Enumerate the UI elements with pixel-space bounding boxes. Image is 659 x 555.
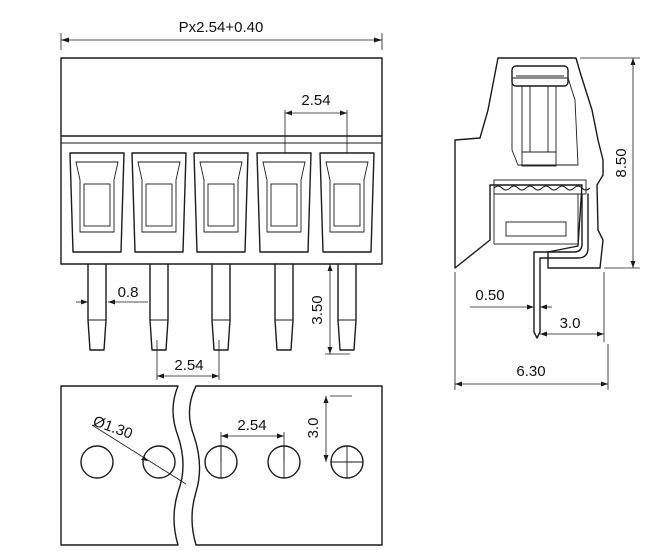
pins (87, 263, 357, 351)
wire-opening (69, 152, 125, 253)
pitch-front-label: 2.54 (174, 357, 203, 374)
wire-opening (193, 152, 249, 253)
pin (337, 263, 357, 351)
pin-length-dimension: 3.50 (309, 263, 350, 355)
pin (87, 263, 107, 351)
pitch-top-label: 2.54 (301, 92, 330, 109)
pitch-top-dimension: 2.54 (284, 92, 348, 153)
overall-width-label: Px2.54+0.40 (179, 19, 264, 36)
pcb-hole (80, 445, 114, 479)
pin (149, 263, 169, 351)
pcb-hole (142, 445, 176, 479)
wire-openings (69, 152, 375, 253)
side-view: 8.50 0.50 3.0 6.30 (454, 57, 640, 390)
height-label: 8.50 (613, 148, 630, 177)
wire-opening (131, 152, 187, 253)
row-offset-dimension: 3.0 (305, 395, 352, 462)
pcb-left (60, 385, 184, 546)
pcb-holes (80, 445, 364, 479)
side-pin (533, 193, 589, 339)
pin-thickness-dimension: 0.50 (470, 287, 552, 318)
pin-length-label: 3.50 (309, 295, 326, 324)
pin-offset-dimension: 3.0 (540, 272, 605, 342)
pcb-right (188, 385, 383, 546)
depth-dimension: 6.30 (454, 272, 609, 390)
height-dimension: 8.50 (580, 57, 640, 269)
pin (274, 263, 294, 351)
side-housing (454, 57, 604, 269)
pin-thickness-label: 0.50 (475, 287, 504, 304)
pcb-layout-view: Ø1.30 2.54 3.0 (60, 385, 383, 546)
depth-label: 6.30 (516, 363, 545, 380)
pitch-front-dimension: 2.54 (156, 340, 220, 380)
pitch-pcb-label: 2.54 (237, 417, 266, 434)
wire-opening (319, 152, 375, 253)
pin-width-label: 0.8 (118, 284, 139, 301)
pin-offset-label: 3.0 (560, 315, 581, 332)
pin-width-dimension: 0.8 (76, 284, 148, 305)
overall-width-dimension: Px2.54+0.40 (60, 19, 383, 50)
wire-opening (256, 152, 312, 253)
row-offset-label: 3.0 (305, 418, 322, 439)
front-body (60, 57, 383, 265)
pin (211, 263, 231, 351)
front-view: Px2.54+0.40 2.54 0.8 (60, 19, 383, 380)
pitch-pcb-dimension: 2.54 (220, 417, 285, 462)
screw (511, 65, 569, 167)
